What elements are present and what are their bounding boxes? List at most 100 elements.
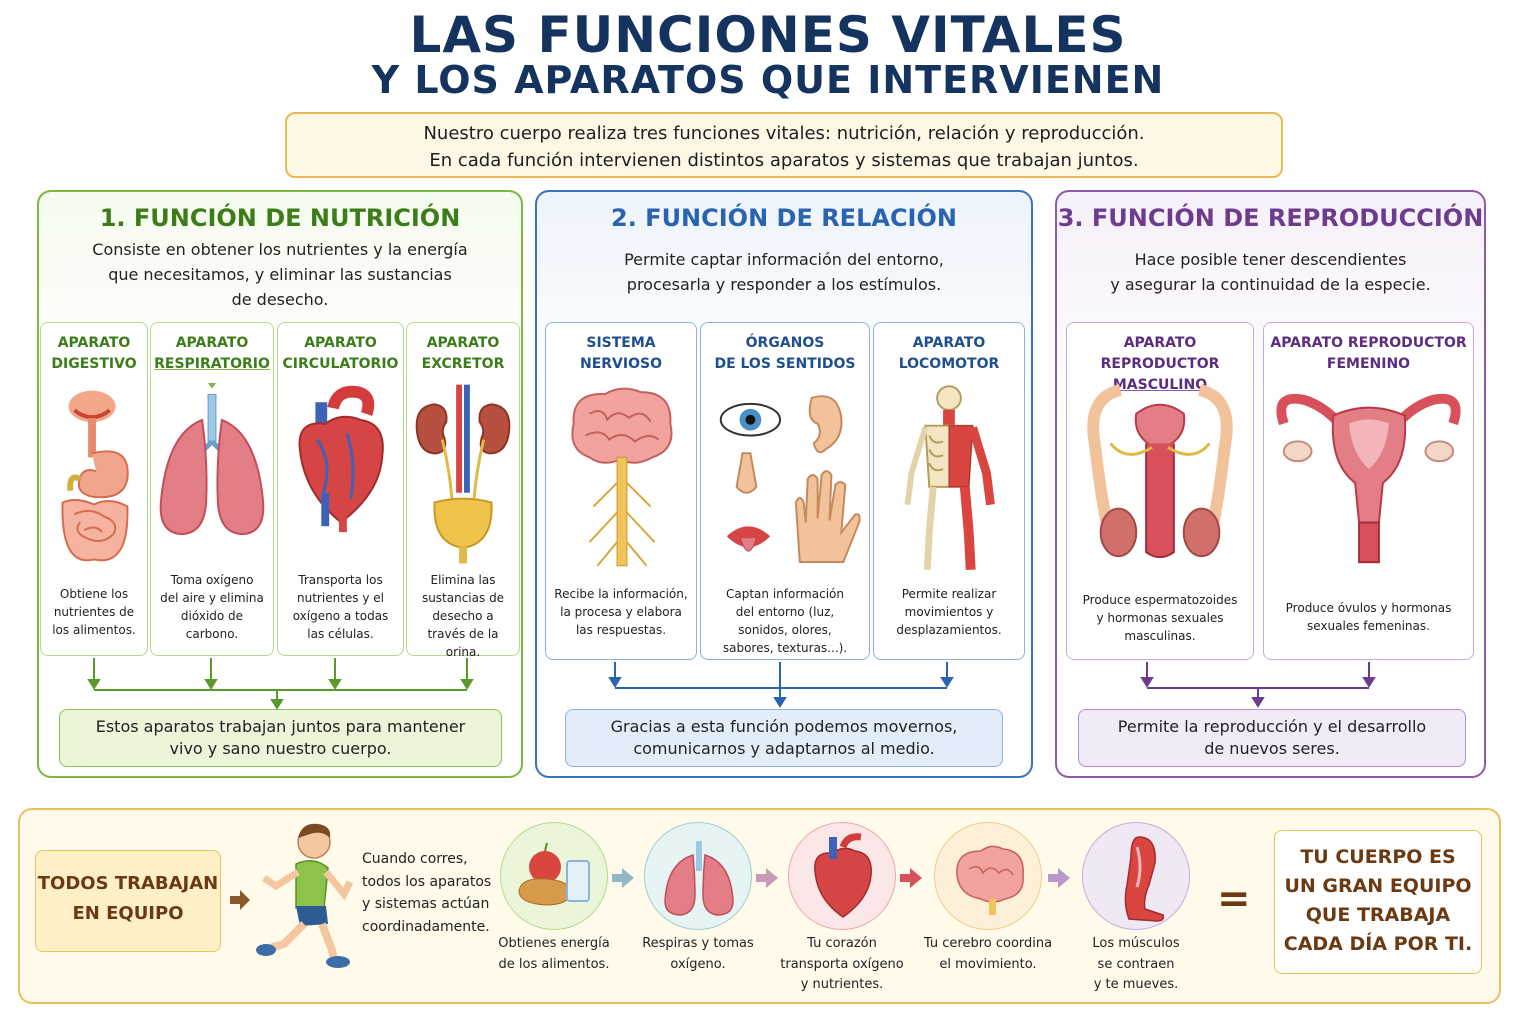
card-text-line: dióxido de: [180, 609, 244, 623]
desc-line: de desecho.: [231, 290, 329, 309]
skeleton-icon: [904, 385, 995, 571]
card-text-line: Elimina las: [430, 573, 496, 587]
card-title-line: NERVIOSO: [580, 356, 662, 372]
step-food: [500, 822, 608, 930]
run-text-line: y sistemas actúan: [362, 896, 490, 912]
panel-title: 2. FUNCIÓN DE RELACIÓN: [611, 204, 957, 232]
panel-description: Consiste en obtener los nutrientes y la …: [39, 237, 521, 312]
card-text: Toma oxígeno del aire y elimina dióxido …: [155, 571, 269, 643]
male-reproductive-icon: [1087, 384, 1233, 559]
equals-sign: =: [1217, 876, 1251, 922]
desc-line: que necesitamos, y eliminar las sustanci…: [108, 265, 452, 284]
step-text-line: Respiras y tomas: [642, 936, 754, 951]
card-text-line: Captan información: [726, 587, 844, 601]
card-aparato-digestivo: APARATO DIGESTIVO Obtiene los nutrientes…: [40, 322, 148, 656]
arrow-right-icon: [1048, 868, 1070, 888]
card-title-line: CIRCULATORIO: [282, 356, 399, 372]
brain-icon: [956, 845, 1024, 915]
step-heart: [788, 822, 896, 930]
card-title-line: MASCULINO: [1112, 377, 1208, 393]
panel-nutricion: 1. FUNCIÓN DE NUTRICIÓN Consiste en obte…: [37, 190, 523, 778]
card-text-line: desplazamientos.: [896, 623, 1002, 637]
card-title-line: APARATO: [304, 335, 377, 351]
step-text-line: el movimiento.: [939, 956, 1037, 972]
card-sistema-nervioso: SISTEMA NERVIOSO Recibe la información, …: [545, 322, 697, 660]
step-text: Respiras y tomas oxígeno.: [623, 934, 773, 975]
card-title-line: APARATO: [175, 335, 249, 351]
card-title-line: DE LOS SENTIDOS: [714, 356, 856, 372]
step-lungs: [644, 822, 752, 930]
card-text-line: y hormonas sexuales: [1096, 611, 1224, 625]
card-aparato-excretor: APARATO EXCRETOR Elimina las sustancias …: [406, 322, 520, 659]
panel-description: Hace posible tener descendientes y asegu…: [1057, 247, 1484, 297]
card-title: APARATO EXCRETOR: [407, 333, 519, 375]
card-reproductor-masculino: APARATO REPRODUCTOR MASCULINO Produce es…: [1066, 322, 1254, 660]
card-title-line: LOCOMOTOR: [898, 356, 1000, 372]
teamwork-label-line: TODOS TRABAJAN: [37, 873, 219, 894]
panel-summary: Permite la reproducción y el desarrollo …: [1078, 709, 1466, 767]
result-box: TU CUERPO ES UN GRAN EQUIPO QUE TRABAJA …: [1274, 830, 1482, 974]
result-line: QUE TRABAJA: [1305, 904, 1451, 926]
arrow-right-icon: [756, 868, 778, 888]
card-title-line: EXCRETOR: [421, 356, 505, 372]
card-text: Permite realizar movimientos y desplazam…: [878, 585, 1020, 639]
summary-line: Gracias a esta función podemos movernos,: [610, 717, 958, 736]
brain-icon: [571, 387, 673, 567]
card-text-line: través de la orina.: [427, 627, 499, 659]
card-title: APARATO REPRODUCTOR FEMENINO: [1264, 333, 1473, 375]
step-text-line: Obtienes energía: [498, 936, 610, 951]
female-reproductive-icon: [1276, 393, 1461, 564]
arrow-right-icon: [612, 868, 634, 888]
step-text: Obtienes energía de los alimentos.: [479, 934, 629, 975]
desc-line: Permite captar información del entorno,: [624, 250, 944, 269]
card-reproductor-femenino: APARATO REPRODUCTOR FEMENINO Produce óvu…: [1263, 322, 1474, 660]
panel-summary: Estos aparatos trabajan juntos para mant…: [59, 709, 502, 767]
step-text: Los músculos se contraen y te mueves.: [1061, 934, 1211, 996]
step-text-line: Tu corazón: [807, 936, 877, 951]
card-text-line: las células.: [307, 627, 374, 641]
card-text: Captan información del entorno (luz, son…: [705, 585, 865, 657]
heart-icon: [298, 385, 384, 533]
card-text-line: del aire y elimina: [160, 591, 264, 605]
card-title-line: APARATO: [426, 335, 500, 351]
kidneys-icon: [415, 384, 511, 564]
card-title: APARATO RESPIRATORIO: [151, 333, 273, 375]
arrow-right-icon: [900, 868, 922, 888]
card-title-line: SISTEMA: [586, 335, 656, 351]
card-text-line: nutrientes y el: [297, 591, 384, 605]
card-title: APARATO CIRCULATORIO: [278, 333, 403, 375]
panel-title: 3. FUNCIÓN DE REPRODUCCIÓN: [1057, 204, 1484, 232]
card-text-line: Transporta los: [298, 573, 383, 587]
teamwork-label: TODOS TRABAJAN EN EQUIPO: [35, 850, 221, 952]
panel-summary: Gracias a esta función podemos movernos,…: [565, 709, 1003, 767]
summary-line: Permite la reproducción y el desarrollo: [1117, 717, 1427, 736]
running-description: Cuando corres, todos los aparatos y sist…: [362, 848, 502, 938]
desc-line: Hace posible tener descendientes: [1134, 250, 1407, 269]
card-aparato-circulatorio: APARATO CIRCULATORIO Transporta los nutr…: [277, 322, 404, 656]
card-aparato-respiratorio: APARATO RESPIRATORIO Toma oxígeno del ai…: [150, 322, 274, 656]
card-text: Recibe la información, la procesa y elab…: [550, 585, 692, 639]
card-text-line: sonidos, olores,: [738, 623, 832, 637]
step-text-line: de los alimentos.: [498, 956, 610, 972]
run-text-line: coordinadamente.: [362, 918, 490, 935]
card-title-line: ÓRGANOS: [745, 335, 825, 351]
card-text-line: del entorno (luz,: [735, 605, 835, 619]
card-text: Elimina las sustancias de desecho a trav…: [411, 571, 515, 661]
card-text-line: masculinas.: [1124, 629, 1196, 643]
card-aparato-locomotor: APARATO LOCOMOTOR Permite realizar movim…: [873, 322, 1025, 660]
card-text-line: Produce óvulos y hormonas: [1285, 601, 1452, 615]
card-title-line: APARATO REPRODUCTOR: [1100, 335, 1220, 372]
intro-line: Nuestro cuerpo realiza tres funciones vi…: [423, 123, 1145, 144]
card-text-line: Obtiene los: [59, 587, 129, 601]
intro-box: Nuestro cuerpo realiza tres funciones vi…: [285, 112, 1283, 178]
senses-icon: [719, 395, 861, 563]
card-text-line: desecho a: [432, 609, 494, 623]
card-text-line: sexuales femeninas.: [1307, 619, 1430, 633]
card-title: APARATO REPRODUCTOR MASCULINO: [1067, 333, 1253, 396]
card-text-line: carbono.: [185, 627, 239, 641]
result-line: TU CUERPO ES: [1300, 846, 1456, 868]
card-text-line: Permite realizar: [901, 587, 997, 601]
card-title-line: APARATO REPRODUCTOR: [1270, 335, 1467, 351]
lungs-icon: [664, 841, 734, 916]
result-line: UN GRAN EQUIPO: [1284, 875, 1472, 897]
